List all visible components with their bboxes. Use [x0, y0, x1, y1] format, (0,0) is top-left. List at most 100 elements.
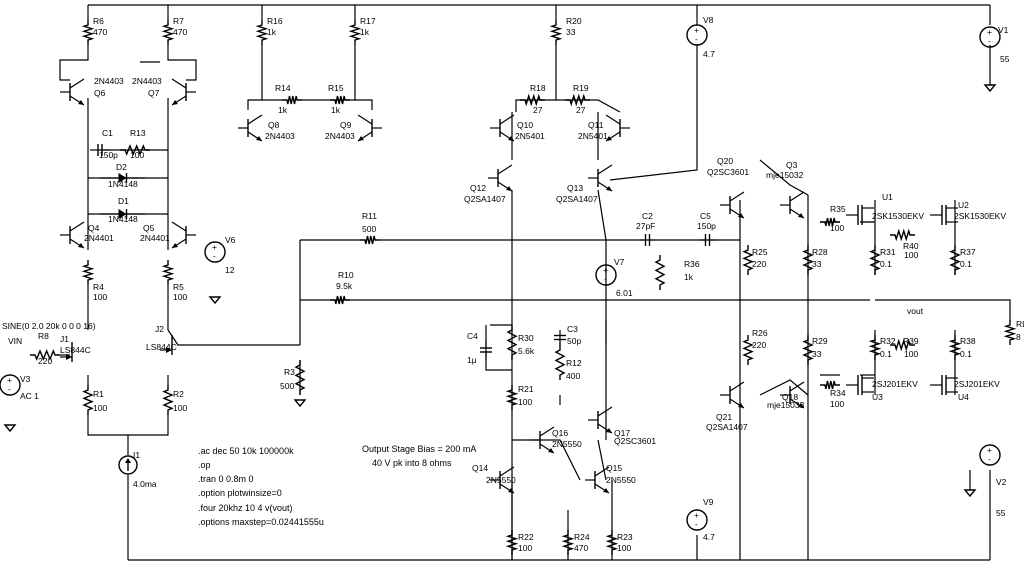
mosfet-u3	[846, 375, 874, 395]
label-r6: R6	[93, 16, 104, 26]
label-r7v: 470	[173, 27, 187, 37]
label-r14: R14	[275, 83, 291, 93]
label-r25: R25	[752, 247, 768, 257]
label-r15v: 1k	[331, 105, 341, 115]
label-c2v: 27pF	[636, 221, 655, 231]
directive-line: .option plotwinsize=0	[198, 488, 282, 498]
resistor-r34	[820, 380, 840, 390]
label-q14t: 2N5550	[486, 475, 516, 485]
label-r30: R30	[518, 333, 534, 343]
label-r28v: 33	[812, 259, 822, 269]
transistor-q9	[357, 114, 382, 142]
resistor-r22	[505, 530, 519, 555]
svg-text:+: +	[694, 510, 699, 520]
label-q9t: 2N4403	[325, 131, 355, 141]
resistor-r29	[802, 335, 814, 365]
ground-v1	[983, 84, 997, 93]
label-v7: V7	[614, 257, 625, 267]
label-q12t: Q2SA1407	[464, 194, 506, 204]
directive-line: .four 20khz 10 4 v(vout)	[198, 503, 293, 513]
label-r16: R16	[267, 16, 283, 26]
label-sine: SINE(0 2.0 20k 0 0 0 16)	[2, 321, 96, 331]
supply-rails	[88, 4, 990, 561]
label-d2t: 1N4148	[108, 179, 138, 189]
bias-note: Output Stage Bias = 200 mA	[362, 444, 476, 454]
label-j1t: LS844C	[60, 345, 91, 355]
label-u1: U1	[882, 192, 893, 202]
label-c4: C4	[467, 331, 478, 341]
label-u3t: 2SJ201EKV	[872, 379, 918, 389]
resistor-r13	[120, 144, 150, 156]
spice-directives: .ac dec 50 10k 100000k .op .tran 0 0.8m …	[198, 446, 324, 527]
label-r5v: 100	[173, 292, 187, 302]
label-q17: Q17	[614, 428, 630, 438]
label-r18v: 27	[533, 105, 543, 115]
resistor-r12	[554, 345, 566, 380]
label-v1: V1	[998, 25, 1009, 35]
resistor-r11	[360, 235, 380, 245]
transistor-q20	[720, 191, 745, 219]
label-v6v: 12	[225, 265, 235, 275]
resistor-r1	[82, 385, 94, 415]
label-r28: R28	[812, 247, 828, 257]
label-r18: R18	[530, 83, 546, 93]
label-r34: R34	[830, 388, 846, 398]
label-r8v: 220	[38, 356, 52, 366]
label-r39v: 100	[904, 349, 918, 359]
label-q16t: 2N5550	[552, 439, 582, 449]
resistor-r21	[505, 385, 519, 410]
design-notes: Output Stage Bias = 200 mA 40 V pk into …	[362, 444, 476, 468]
label-j2: J2	[155, 324, 164, 334]
label-q13: Q13	[567, 183, 583, 193]
transistor-q17	[588, 406, 613, 434]
diode-d1	[100, 209, 145, 219]
resistor-rl	[1003, 320, 1017, 345]
label-q20: Q20	[717, 156, 733, 166]
label-j2t: LS844C	[146, 342, 177, 352]
label-r38: R38	[960, 336, 976, 346]
label-r38v: 0.1	[960, 349, 972, 359]
resistor-r40	[890, 228, 915, 242]
label-c1: C1	[102, 128, 113, 138]
label-r35v: 100	[830, 223, 844, 233]
label-r29v: 33	[812, 349, 822, 359]
resistor-r36	[654, 255, 666, 290]
label-d2: D2	[116, 162, 127, 172]
label-r2v: 100	[173, 403, 187, 413]
svg-text:-: -	[8, 384, 11, 394]
label-r8: R8	[38, 331, 49, 341]
label-r29: R29	[812, 336, 828, 346]
resistor-r7	[161, 20, 175, 45]
label-q6t: 2N4403	[94, 76, 124, 86]
transistor-q10	[490, 114, 515, 142]
resistor-r20	[549, 20, 563, 45]
resistor-r2	[162, 385, 174, 415]
label-r32v: 0.1	[880, 349, 892, 359]
label-r11v: 500	[362, 224, 376, 234]
label-q3: Q3	[786, 160, 798, 170]
label-r20: R20	[566, 16, 582, 26]
label-i1: I1	[133, 450, 140, 460]
label-q8: Q8	[268, 120, 280, 130]
resistor-r31	[869, 245, 881, 275]
label-r14v: 1k	[278, 105, 288, 115]
label-vout: vout	[907, 306, 924, 316]
label-c2: C2	[642, 211, 653, 221]
label-q10: Q10	[517, 120, 533, 130]
label-r17v: 1k	[360, 27, 370, 37]
label-r22v: 100	[518, 543, 532, 553]
voltage-source-v3: +-	[0, 374, 21, 396]
resistor-r18	[520, 93, 545, 107]
label-r39: R39	[903, 336, 919, 346]
resistor-r25	[742, 245, 754, 275]
label-q13t: Q2SA1407	[556, 194, 598, 204]
label-u1t: 2SK1530EKV	[872, 211, 924, 221]
label-q3t: mje15032	[766, 170, 804, 180]
label-r23v: 100	[617, 543, 631, 553]
label-v6: V6	[225, 235, 236, 245]
label-v2v: 55	[996, 508, 1006, 518]
transistor-q3	[780, 191, 805, 219]
label-q15: Q15	[606, 463, 622, 473]
label-q11t: 2N5401	[578, 131, 608, 141]
resistor-r10	[330, 295, 350, 305]
